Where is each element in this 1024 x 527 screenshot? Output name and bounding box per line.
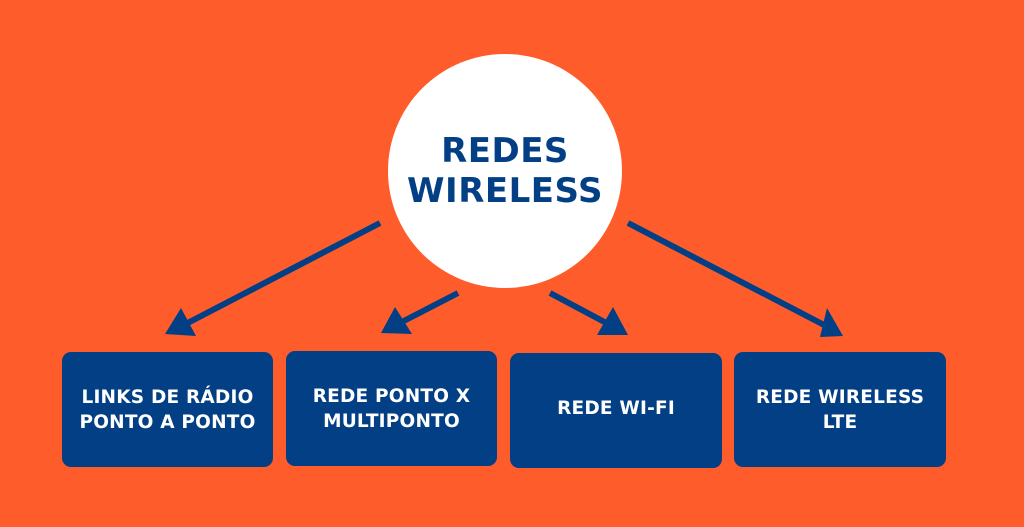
box-rede-ponto-multiponto: REDE PONTO X MULTIPONTO xyxy=(286,351,497,466)
hub-title-line2: WIRELESS xyxy=(407,171,603,211)
arrow-to-rede-wifi xyxy=(548,290,628,335)
box-links-de-radio: LINKS DE RÁDIO PONTO A PONTO xyxy=(62,352,273,467)
box-rede-wifi: REDE WI-FI xyxy=(510,353,722,468)
box-label-line1: REDE PONTO X xyxy=(312,385,471,407)
arrow-to-links-de-radio xyxy=(165,220,382,336)
box-label-line1: REDE WI-FI xyxy=(557,398,675,419)
box-label: REDE WIRELESS LTE xyxy=(756,385,924,435)
box-label: REDE WI-FI xyxy=(557,396,675,425)
arrowhead-icon xyxy=(381,307,412,334)
box-label: REDE PONTO X MULTIPONTO xyxy=(313,384,471,434)
arrow-shaft xyxy=(176,220,382,331)
arrowhead-icon xyxy=(165,308,196,336)
box-label: LINKS DE RÁDIO PONTO A PONTO xyxy=(79,385,255,435)
hub-circle: REDES WIRELESS xyxy=(388,54,622,288)
arrow-to-rede-wireless-lte xyxy=(626,220,843,337)
box-label-line2: LTE xyxy=(822,411,858,433)
box-label-line2: PONTO A PONTO xyxy=(79,411,256,433)
box-label-line1: REDE WIRELESS xyxy=(755,386,925,408)
arrowhead-icon xyxy=(820,308,843,337)
arrow-shaft xyxy=(394,290,460,328)
arrow-to-rede-ponto-multiponto xyxy=(381,290,460,334)
arrow-shaft xyxy=(626,220,830,330)
box-label-line1: LINKS DE RÁDIO xyxy=(81,386,254,408)
box-rede-wireless-lte: REDE WIRELESS LTE xyxy=(734,352,946,467)
arrow-shaft xyxy=(548,290,614,329)
arrowhead-icon xyxy=(597,307,628,335)
hub-title-line1: REDES xyxy=(441,131,569,171)
box-label-line2: MULTIPONTO xyxy=(323,410,460,432)
